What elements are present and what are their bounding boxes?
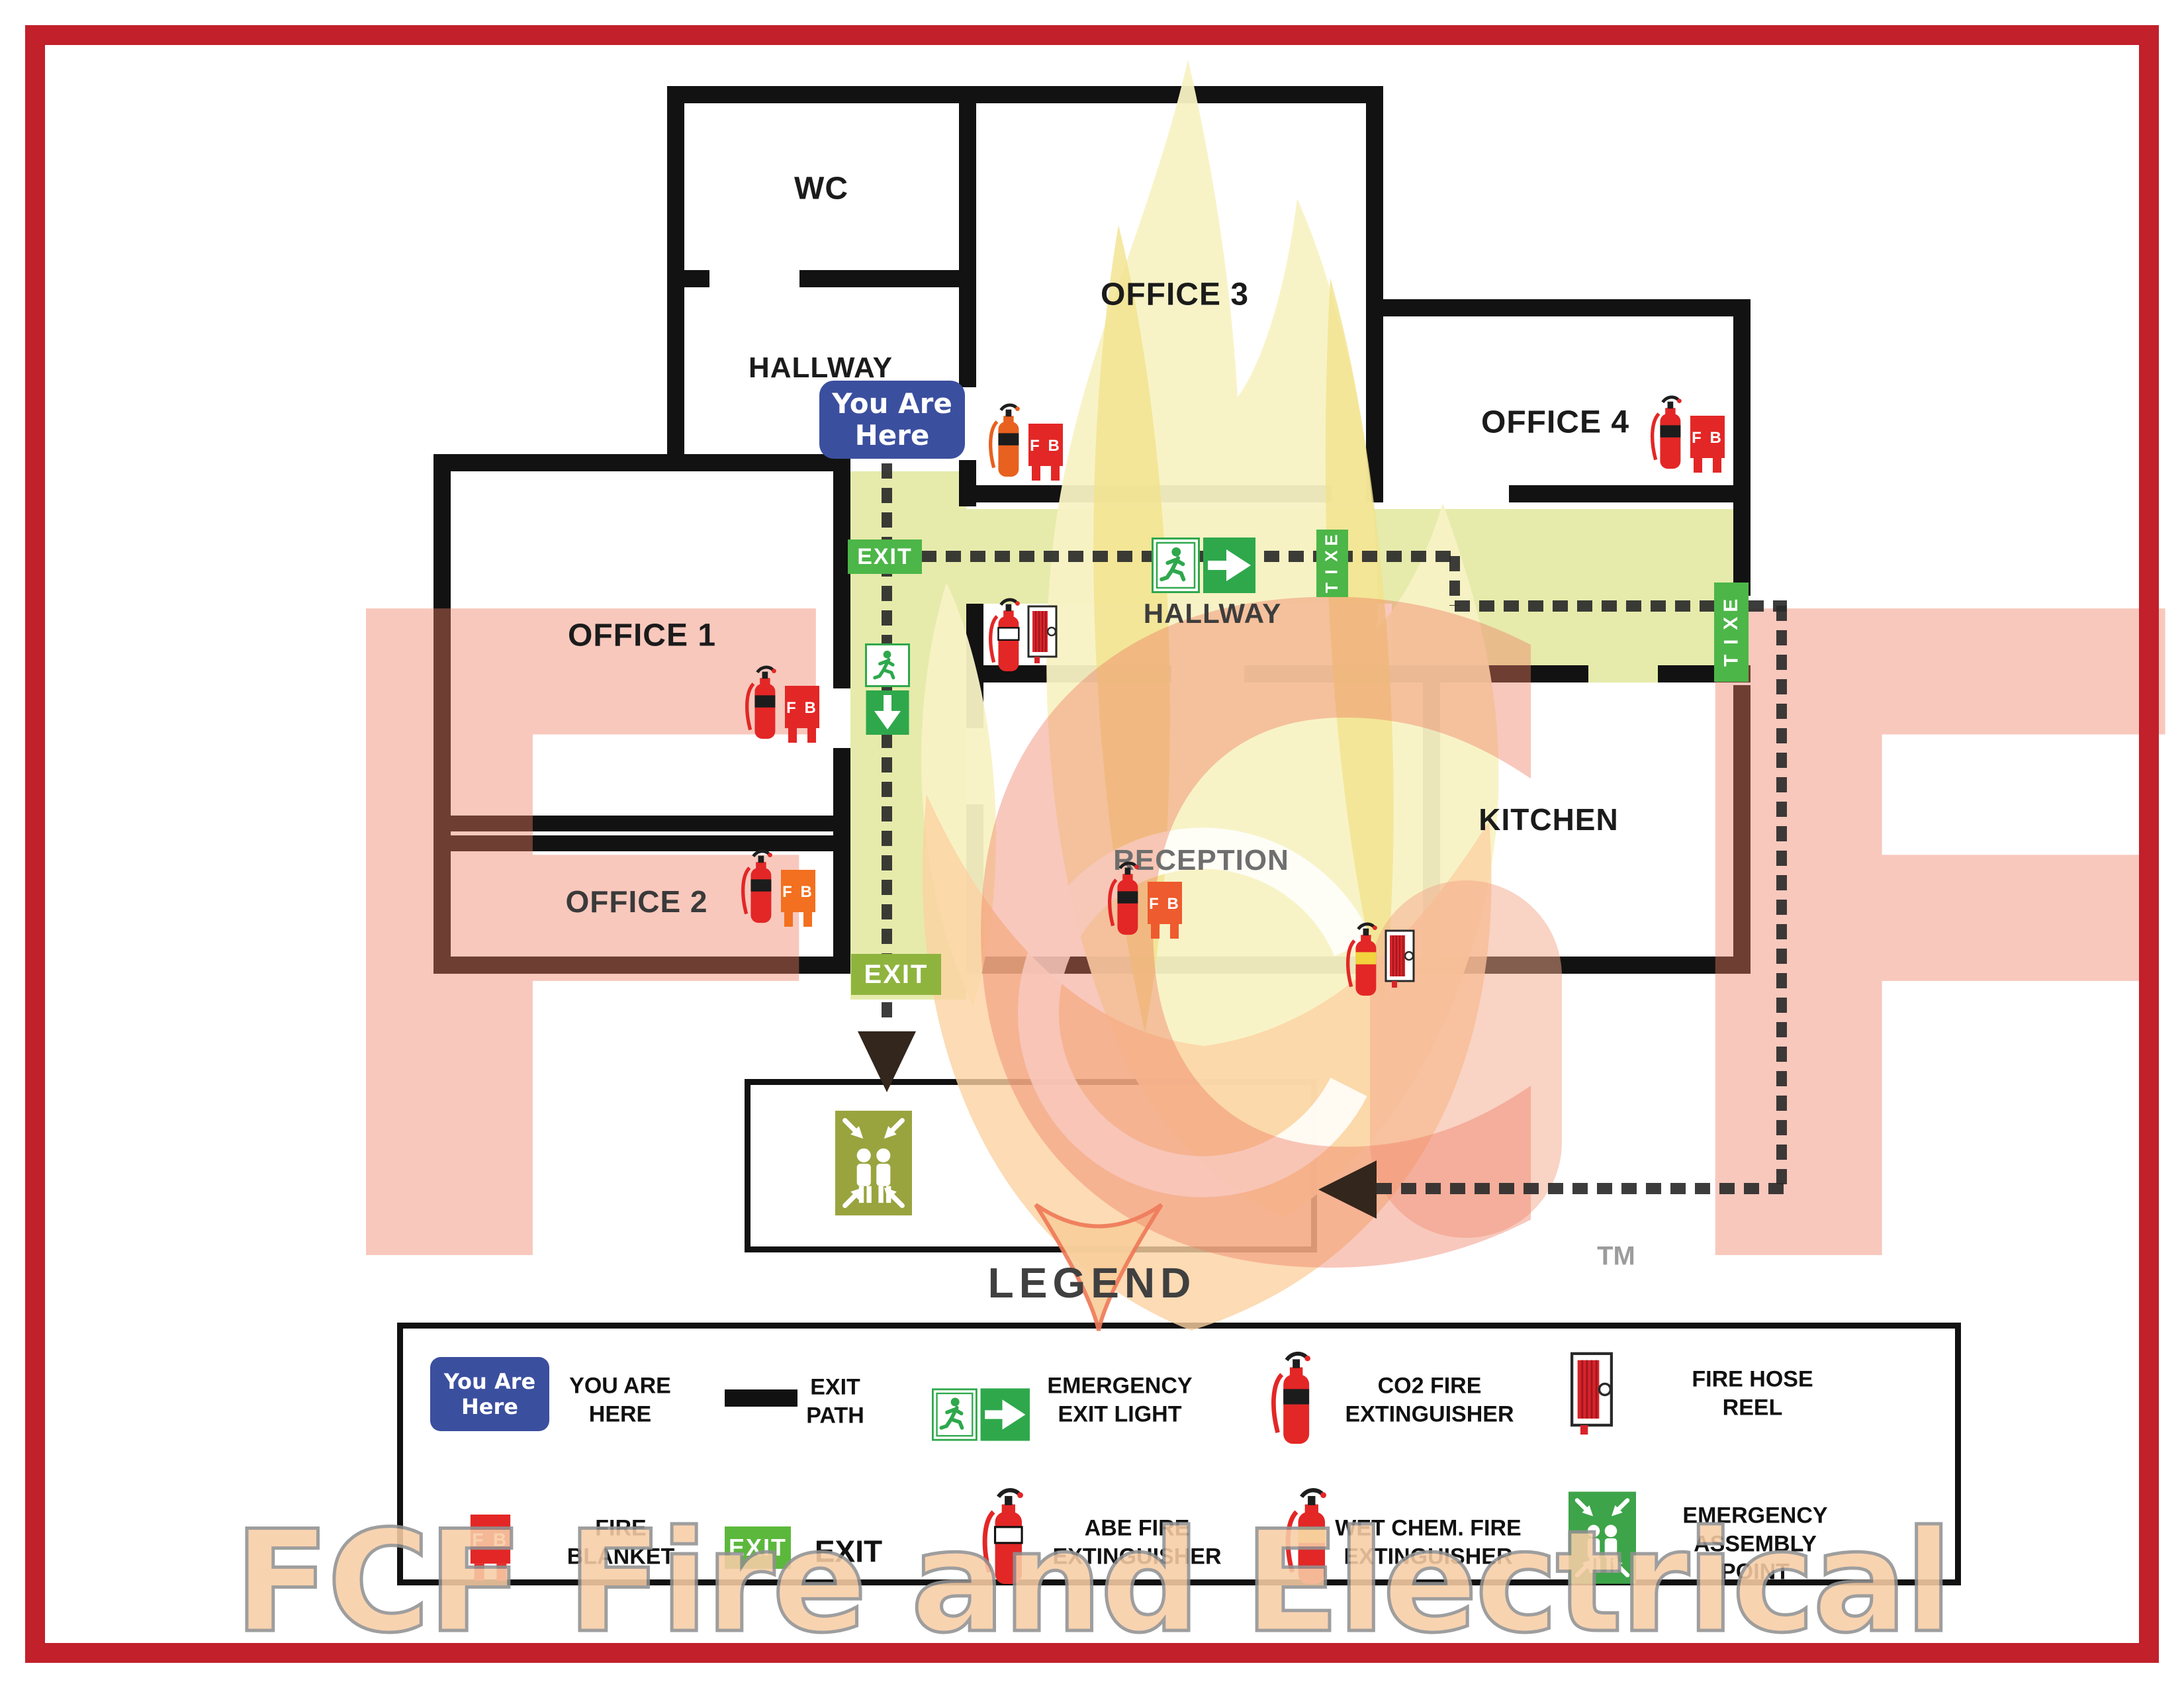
- legend-fire-hose-reel-icon: [1570, 1352, 1614, 1436]
- wall: [433, 835, 850, 851]
- wall: [433, 454, 451, 974]
- legend-exit-sign-icon: EXIT: [725, 1526, 791, 1569]
- path-arrow-down: [858, 1031, 916, 1092]
- wall: [1733, 685, 1751, 974]
- legend-exit-sign-label: EXIT: [814, 1534, 883, 1569]
- trademark-text: TM: [1597, 1241, 1635, 1271]
- legend-co2-extinguisher-icon: [1269, 1350, 1318, 1447]
- room-label-office-1: OFFICE 1: [567, 618, 717, 653]
- room-label-hallway-upper: HALLWAY: [748, 352, 893, 384]
- wall: [667, 270, 709, 287]
- co2-fire-extinguisher-office2: [740, 849, 778, 925]
- legend-emergency-exit-light-icon: [932, 1387, 1030, 1442]
- co2-fire-extinguisher-office3: [987, 402, 1026, 479]
- you-are-here-label: Here: [854, 419, 930, 451]
- wall: [433, 957, 850, 974]
- red-border-frame: [25, 25, 2159, 1663]
- wall: [959, 86, 976, 387]
- svg-text:F B: F B: [782, 883, 814, 901]
- wall: [1509, 485, 1733, 502]
- wall: [833, 816, 850, 957]
- fire-blanket-office4: F B: [1689, 416, 1726, 474]
- exit-path-dashes: [1455, 600, 1787, 612]
- room-label-kitchen: KITCHEN: [1479, 802, 1619, 837]
- wall: [1733, 299, 1751, 596]
- legend-wet-chem-extinguisher-icon: [1284, 1487, 1334, 1587]
- legend-exit-path-icon: [725, 1389, 797, 1407]
- svg-text:F B: F B: [1692, 429, 1723, 447]
- wall: [833, 454, 850, 688]
- legend-fire-blanket-icon: F B: [469, 1515, 512, 1582]
- room-label-office-4: OFFICE 4: [1480, 404, 1630, 440]
- wall: [667, 86, 976, 103]
- exit-path-dashes: [1776, 606, 1787, 1188]
- wall: [799, 270, 976, 287]
- fire-blanket-office1: F B: [784, 686, 821, 744]
- you-are-here-label: You Are: [832, 387, 952, 420]
- legend-abe-extinguisher-icon: [981, 1487, 1031, 1587]
- legend-badge-label: You Are: [443, 1368, 536, 1394]
- fire-blanket-office2: F B: [780, 870, 817, 928]
- legend-assembly-point-icon: [1569, 1484, 1636, 1591]
- fcf-fire-electrical-watermark: FCF Fire and Electrical: [232, 1499, 1954, 1665]
- co2-fire-extinguisher-office4: [1649, 395, 1688, 471]
- wall: [433, 816, 850, 831]
- svg-text:F B: F B: [472, 1530, 508, 1550]
- co2-fire-extinguisher-office1: [744, 665, 782, 741]
- exit-sign: EXIT: [848, 539, 922, 574]
- wall: [833, 748, 850, 816]
- wall: [433, 454, 850, 471]
- exit-path-dashes: [882, 463, 892, 1026]
- svg-text:F B: F B: [786, 699, 818, 717]
- room-label-office-2: OFFICE 2: [565, 884, 708, 919]
- room-label-wc: WC: [794, 171, 848, 207]
- legend-badge-label: Here: [461, 1394, 518, 1419]
- emergency-exit-light-down: [865, 643, 910, 736]
- emergency-assembly-point-icon: [835, 1107, 912, 1219]
